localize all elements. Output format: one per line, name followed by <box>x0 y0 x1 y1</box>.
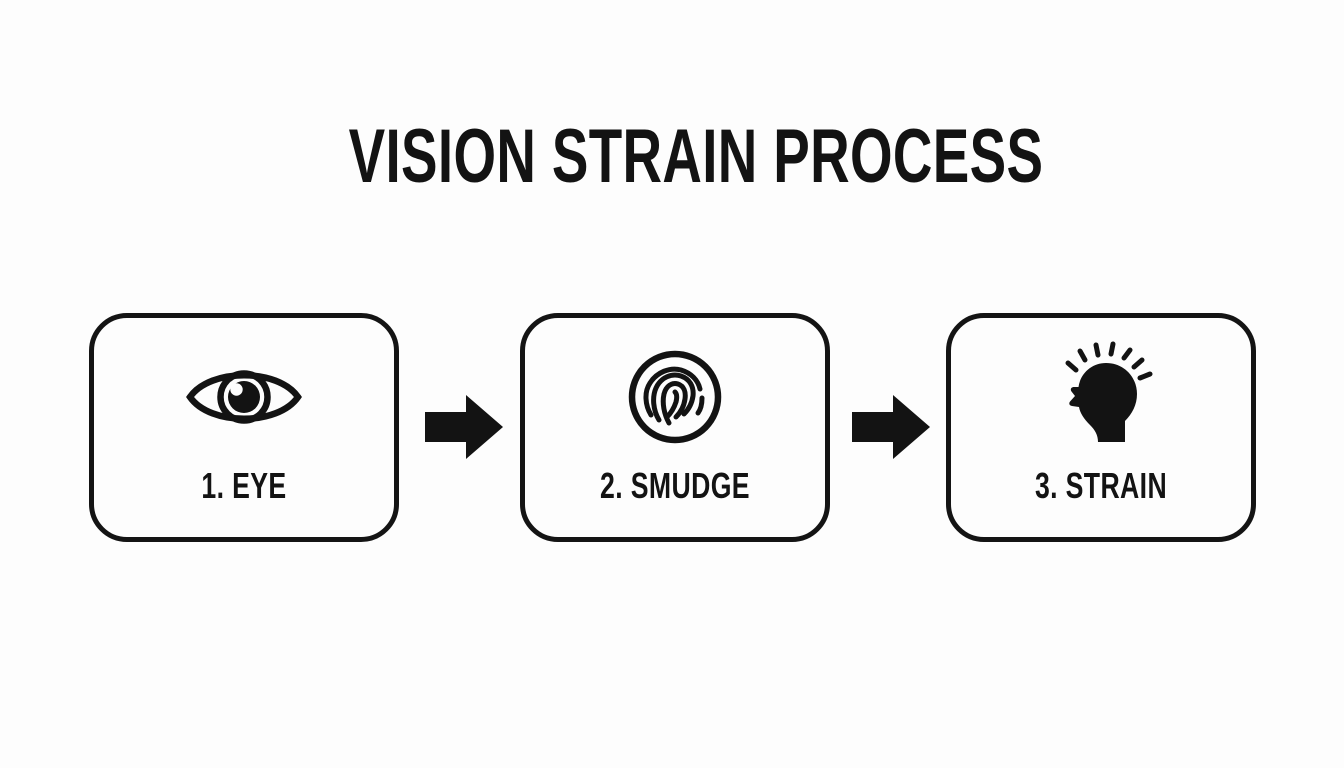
step-label-strain: 3. STRAIN <box>1034 465 1168 506</box>
fingerprint-icon <box>525 318 825 476</box>
diagram-title: VISION STRAIN PROCESS <box>348 114 1044 199</box>
step-box-smudge: 2. SMUDGE <box>520 313 830 542</box>
head-strain-icon <box>951 318 1251 476</box>
eye-icon <box>94 318 394 476</box>
arrow-right-icon <box>425 395 503 459</box>
step-label-smudge: 2. SMUDGE <box>600 465 750 506</box>
step-box-strain: 3. STRAIN <box>946 313 1256 542</box>
arrow-right-icon <box>852 395 930 459</box>
step-box-eye: 1. EYE <box>89 313 399 542</box>
step-label-eye: 1. EYE <box>201 465 287 506</box>
